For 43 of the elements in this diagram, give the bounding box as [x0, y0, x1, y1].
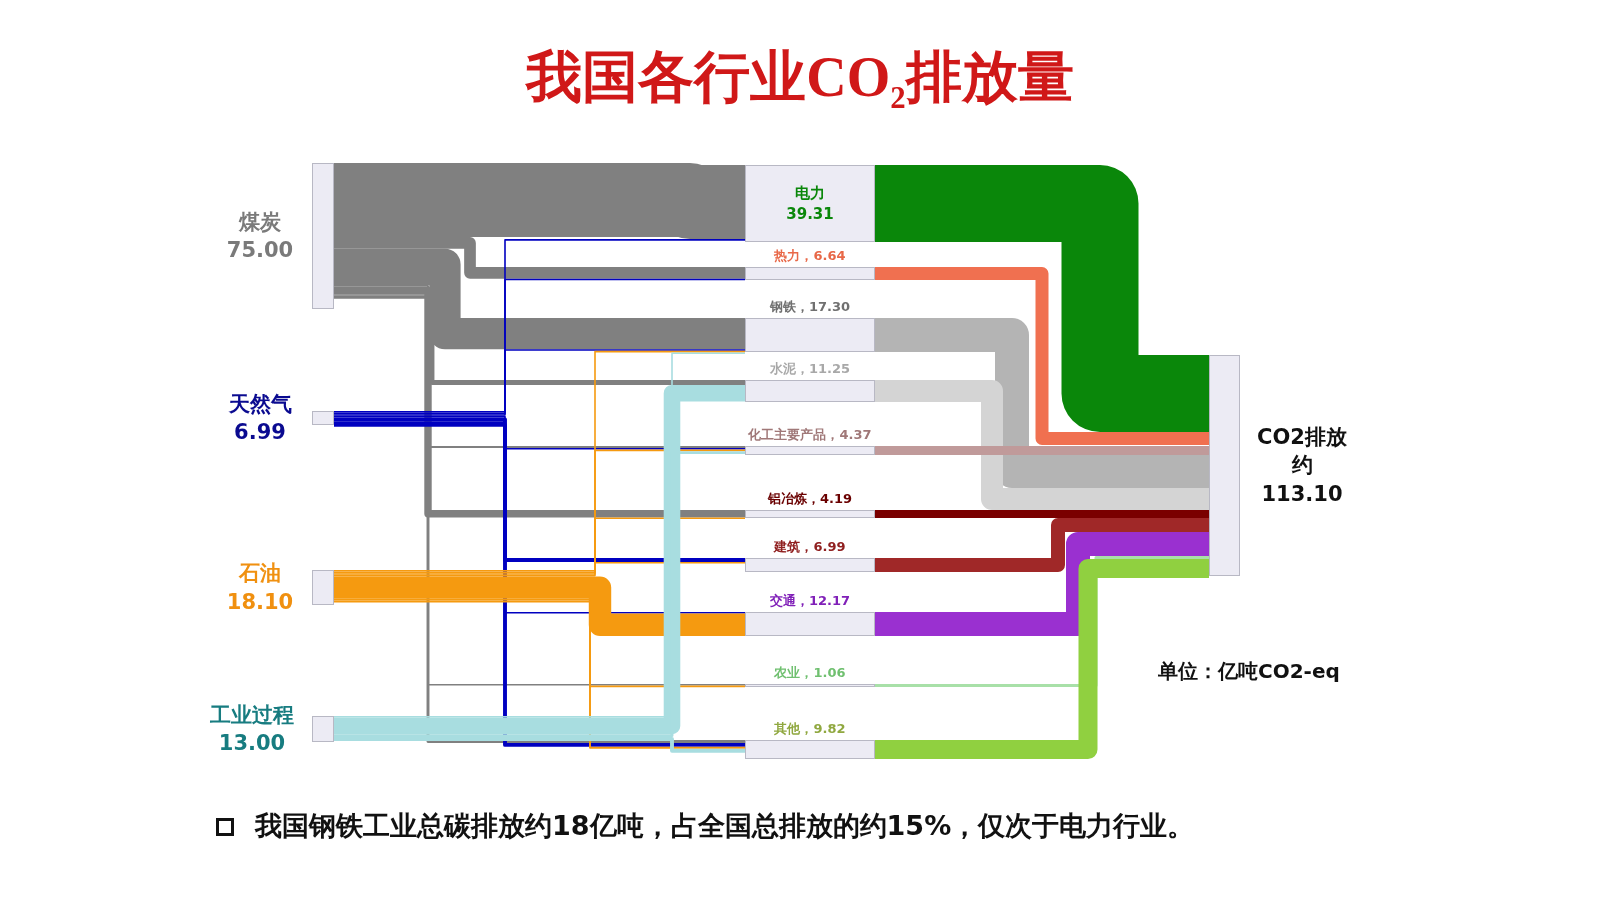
- source-label: 煤炭 75.00: [225, 208, 295, 264]
- flow-band: [875, 532, 1209, 636]
- flow-band: [875, 267, 1209, 445]
- sector-label: 钢铁，17.30: [768, 298, 852, 316]
- sector-label: 交通，12.17: [768, 592, 852, 610]
- sector-label: 其他，9.82: [773, 720, 847, 738]
- flow-band: [333, 517, 746, 575]
- total-label: CO2排放约113.10: [1256, 424, 1348, 508]
- flow-band: [333, 415, 746, 450]
- flow-band: [333, 350, 746, 572]
- flow-band: [334, 280, 745, 385]
- title: 我国各行业CO$_{2}$排放量: [526, 45, 1074, 117]
- flow-band: [334, 163, 745, 240]
- flow-band: [334, 576, 745, 637]
- flow-band: [333, 561, 746, 577]
- source-label: 天然气 6.99: [227, 390, 293, 446]
- flow-band: [333, 600, 746, 749]
- flow-band: [333, 449, 746, 574]
- sector-label: 农业，1.06: [773, 664, 847, 682]
- sector-label: 水泥，11.25: [768, 360, 852, 378]
- flow-band: [333, 421, 746, 614]
- sector-label: 电力 39.31: [785, 182, 835, 225]
- flow-band: [333, 349, 746, 416]
- sector-label: 化工主要产品，4.37: [747, 426, 873, 444]
- flow-band: [875, 446, 1209, 455]
- flow-band: [875, 518, 1209, 572]
- unit-note: 单位：亿吨CO2-eq: [1158, 658, 1340, 685]
- flow-band: [333, 284, 746, 448]
- sector-label: 建筑，6.99: [772, 538, 847, 556]
- flow-band: [333, 239, 746, 413]
- source-label: 工业过程 13.00: [209, 701, 295, 757]
- sector-label: 热力，6.64: [773, 247, 847, 265]
- flow-band: [333, 278, 746, 415]
- caption: 我国钢铁工业总碳排放约18亿吨，占全国总排放的约15%，仅次于电力行业。: [255, 809, 1195, 843]
- flow-band: [333, 598, 746, 688]
- sector-label: 铝冶炼，4.19: [766, 490, 854, 508]
- flow-band: [334, 417, 745, 562]
- flow-band: [875, 559, 1209, 759]
- flow-band: [334, 248, 745, 350]
- source-label: 石油 18.10: [225, 560, 295, 616]
- flow-band: [334, 737, 745, 753]
- flow-band: [875, 380, 1209, 510]
- flow-band: [334, 237, 745, 279]
